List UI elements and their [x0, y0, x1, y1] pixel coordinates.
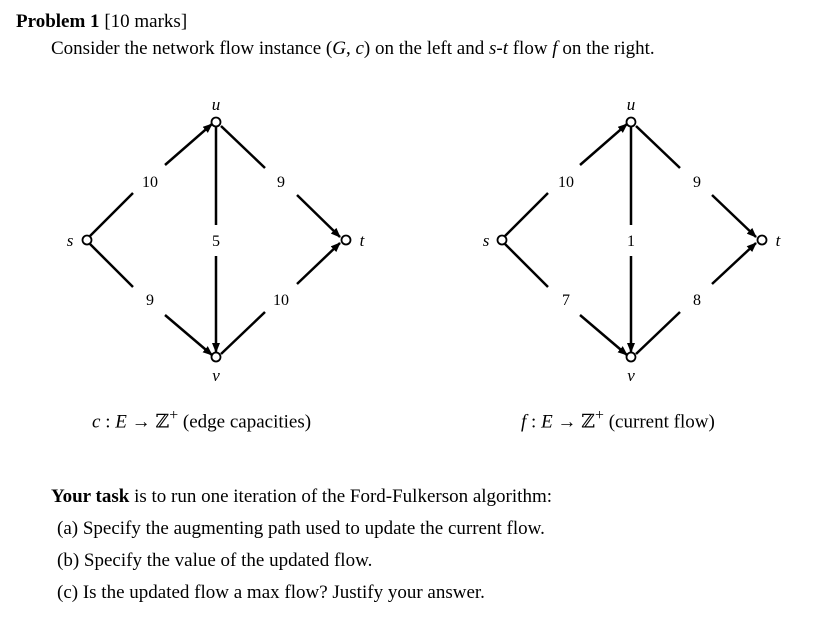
capacity-graph: u v s t 10 9 5 9 10	[67, 95, 366, 385]
intro-dash: -	[496, 38, 503, 59]
vertex-s	[496, 234, 508, 246]
vertex-label-t: t	[360, 231, 366, 250]
vertex-label-s: s	[483, 231, 490, 250]
vertex-t	[340, 234, 352, 246]
edge-u-t	[296, 194, 341, 238]
intro-flow-symbol: f	[552, 38, 558, 59]
caption-colon: :	[100, 411, 116, 433]
edge-label-s-u: 10	[142, 174, 158, 191]
flow-caption: f : E → ℤ+ (current flow)	[521, 404, 715, 434]
problem-title: Problem 1	[16, 11, 100, 32]
caption-superscript: +	[595, 407, 604, 424]
problem-intro: Consider the network flow instance (G, c…	[51, 36, 655, 62]
caption-codomain: → ℤ	[552, 411, 596, 433]
vertex-s	[81, 234, 93, 246]
capacity-caption: c : E → ℤ+ (edge capacities)	[92, 404, 311, 434]
vertex-label-v: v	[627, 366, 635, 385]
edge-s-v	[164, 314, 213, 356]
vertex-label-s: s	[67, 231, 74, 250]
vertex-label-v: v	[212, 366, 220, 385]
edge-u-t	[711, 194, 757, 238]
vertex-v	[210, 351, 222, 363]
vertex-u	[625, 116, 637, 128]
task-bold: Your task	[51, 486, 130, 507]
edge-s-v	[504, 243, 549, 288]
question-c: (c) Is the updated flow a max flow? Just…	[57, 582, 485, 603]
edge-label-s-v: 7	[562, 292, 570, 309]
edge-v-t	[296, 242, 341, 285]
edge-label-u-v: 5	[212, 233, 220, 250]
edge-s-u	[579, 123, 628, 166]
edge-s-v	[579, 314, 628, 356]
caption-description: (edge capacities)	[178, 411, 312, 433]
edge-label-s-v: 9	[146, 292, 154, 309]
caption-edge-set: E	[541, 411, 553, 433]
caption-function-symbol: f	[521, 411, 527, 433]
intro-text: ) on the left and	[363, 38, 489, 59]
edge-s-v	[89, 243, 134, 288]
caption-function-symbol: c	[92, 411, 101, 433]
vertex-label-u: u	[212, 95, 221, 114]
edge-label-s-u: 10	[558, 174, 574, 191]
vertex-label-u: u	[627, 95, 636, 114]
caption-edge-set: E	[115, 411, 127, 433]
caption-superscript: +	[169, 407, 179, 424]
edge-v-t	[220, 311, 266, 355]
edge-label-v-t: 10	[273, 292, 289, 309]
caption-codomain: → ℤ	[126, 411, 170, 433]
edge-v-t	[711, 242, 757, 285]
vertex-v	[625, 351, 637, 363]
intro-text: flow	[507, 38, 553, 59]
intro-comma: ,	[345, 38, 356, 59]
edge-label-u-t: 9	[277, 174, 285, 191]
task-statement: Your task is to run one iteration of the…	[51, 484, 552, 510]
intro-capacity-symbol: c	[355, 38, 364, 59]
question-b: (b) Specify the value of the updated flo…	[57, 550, 373, 571]
edge-label-u-t: 9	[693, 174, 701, 191]
edge-u-t	[635, 125, 681, 169]
edge-s-u	[164, 123, 213, 166]
edge-label-v-t: 8	[693, 292, 701, 309]
intro-sink-symbol: t	[502, 38, 508, 59]
caption-description: (current flow)	[603, 411, 715, 433]
vertex-t	[756, 234, 768, 246]
problem-heading: Problem 1 [10 marks]	[16, 9, 187, 35]
vertex-u	[210, 116, 222, 128]
edge-s-u	[89, 192, 134, 237]
flow-graph: u v s t 10 7 1 9 8	[483, 95, 782, 385]
question-a: (a) Specify the augmenting path used to …	[57, 518, 545, 539]
edge-label-u-v: 1	[627, 233, 635, 250]
intro-source-symbol: s	[488, 38, 497, 59]
edge-s-u	[504, 192, 549, 237]
caption-colon: :	[526, 411, 542, 433]
task-text: is to run one iteration of the Ford-Fulk…	[129, 486, 552, 507]
edge-u-t	[220, 125, 266, 169]
intro-text: Consider the network flow instance (	[51, 38, 333, 59]
intro-graph-symbol: G	[332, 38, 346, 59]
vertex-label-t: t	[776, 231, 782, 250]
edge-v-t	[635, 311, 681, 355]
problem-marks: [10 marks]	[104, 11, 188, 32]
intro-text: on the right.	[557, 38, 655, 59]
